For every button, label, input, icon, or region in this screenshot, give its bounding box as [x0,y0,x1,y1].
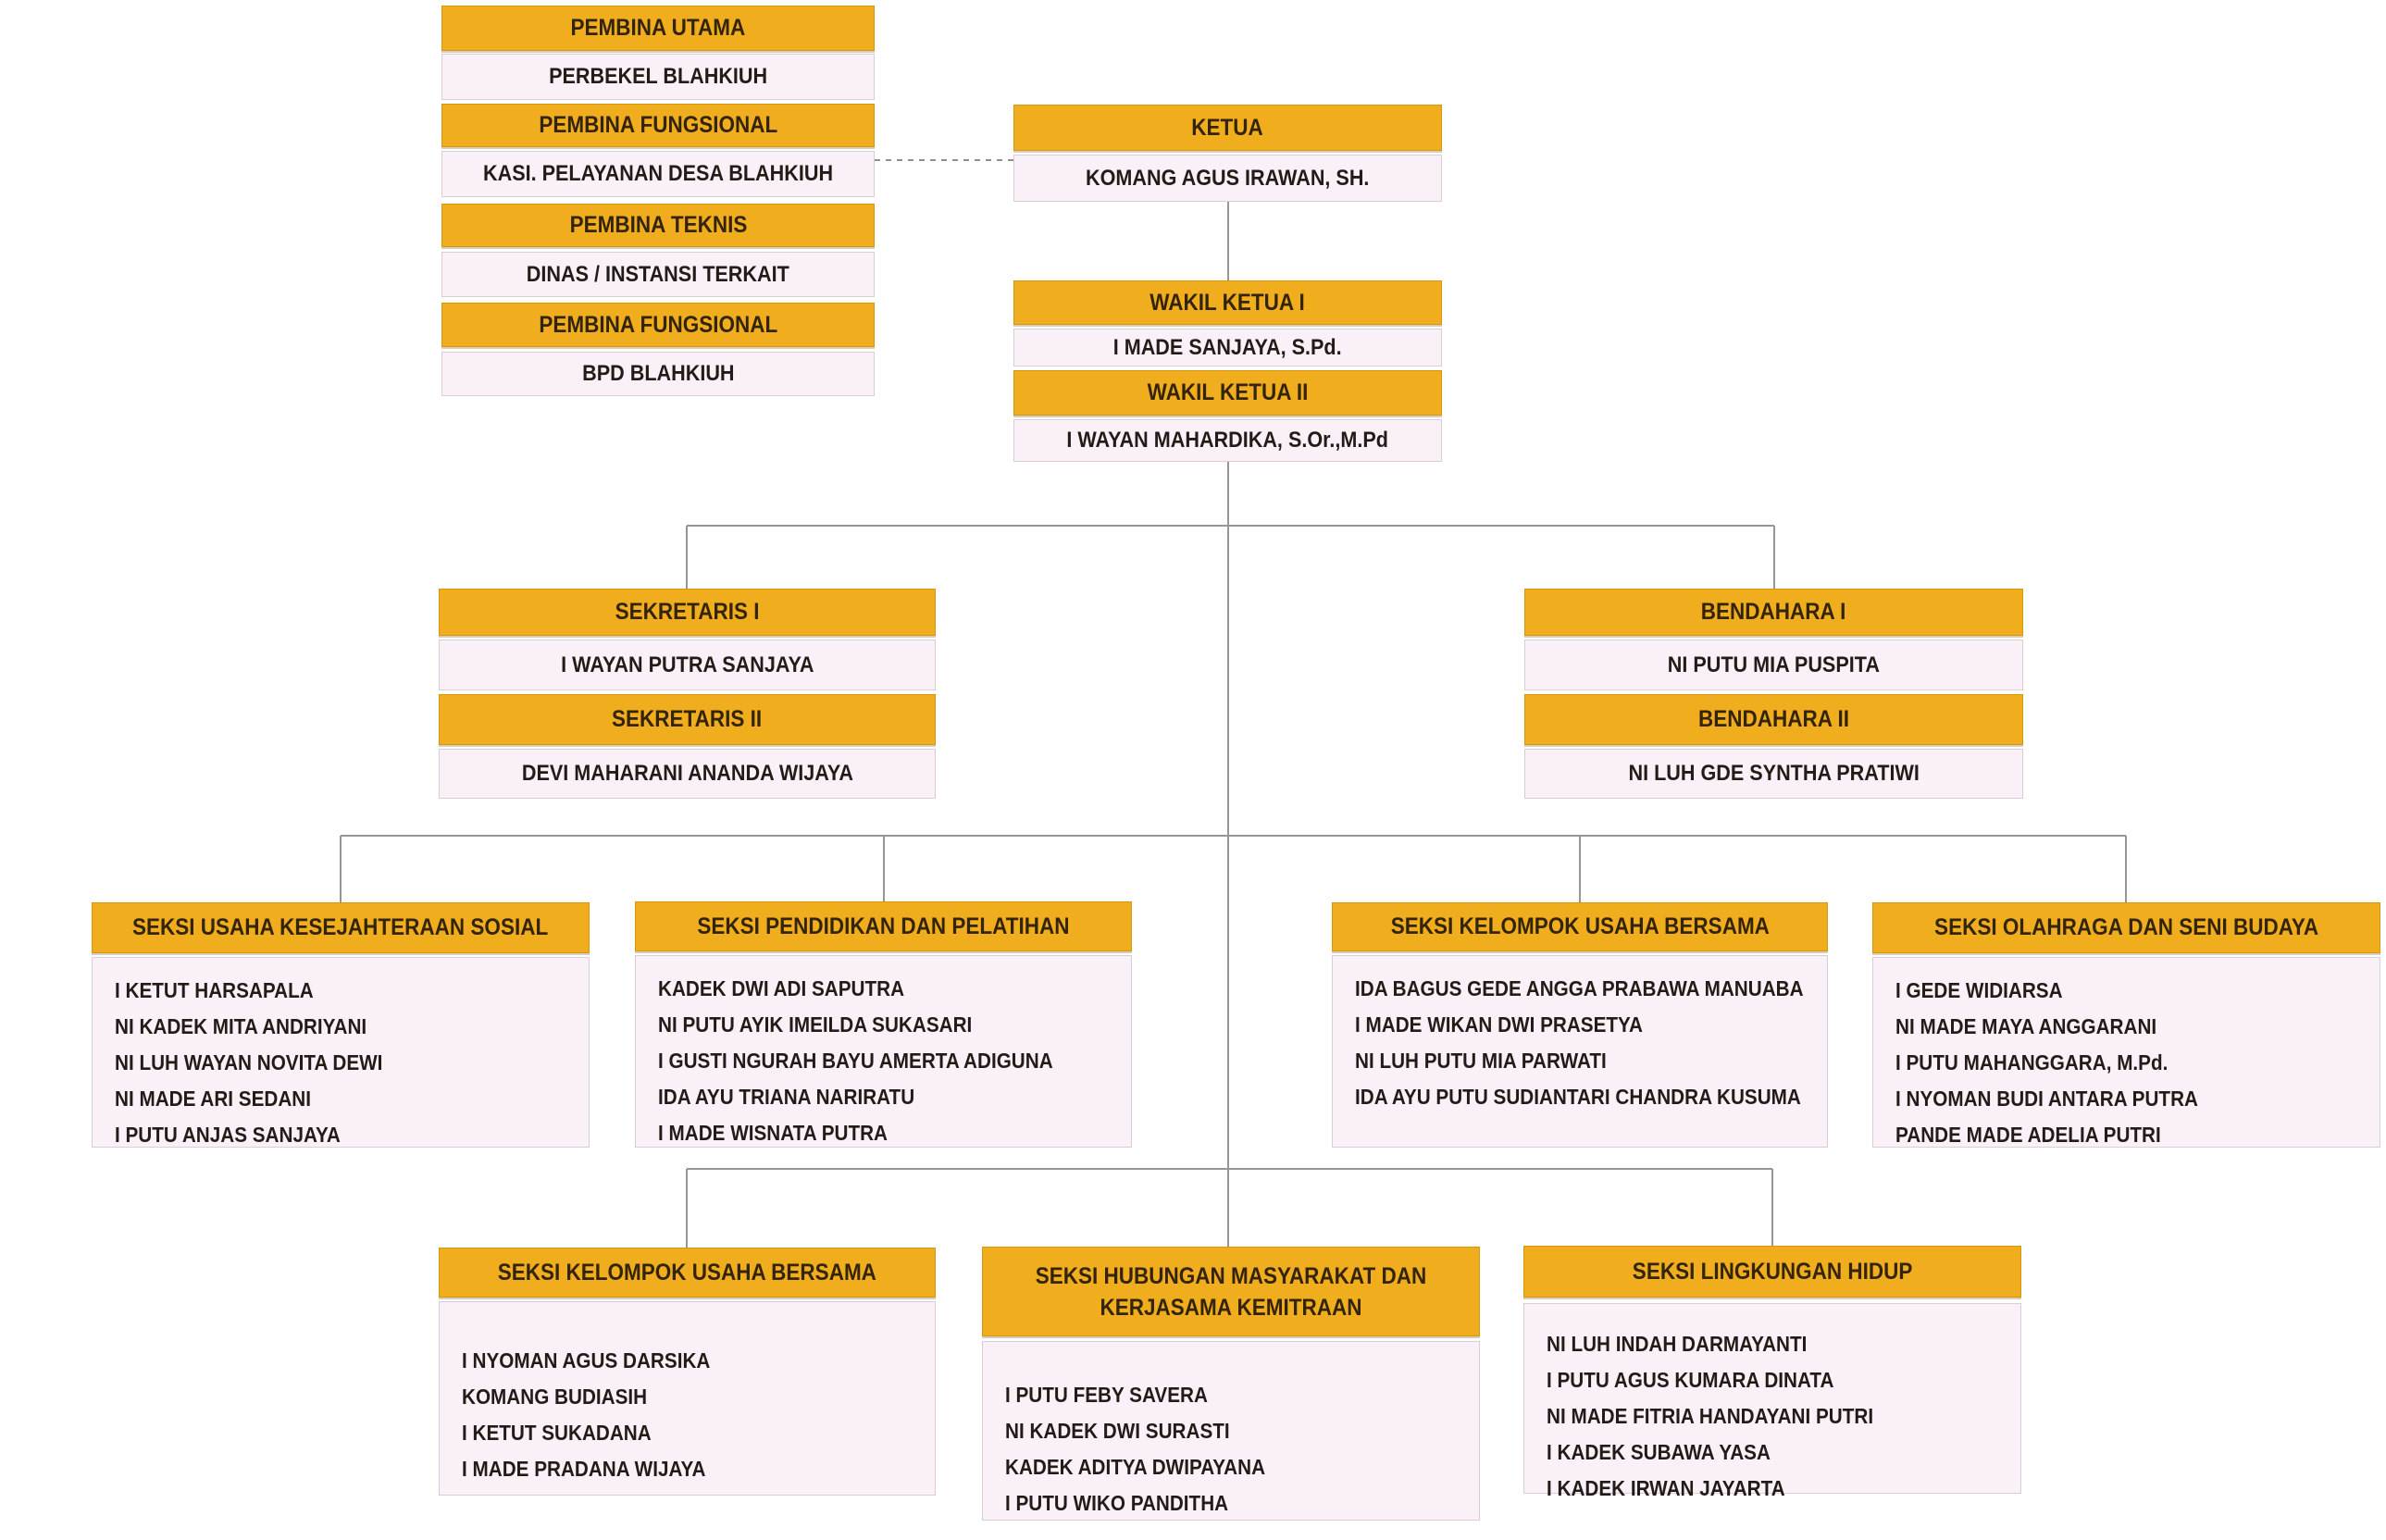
member-name: NI KADEK MITA ANDRIYANI [115,1014,367,1038]
seksi-pendidikan-dan-pelatihan-members: KADEK DWI ADI SAPUTRA NI PUTU AYIK IMEIL… [635,955,1132,1148]
header-label: SEKSI OLAHRAGA DAN SENI BUDAYA [1933,914,2319,940]
sekretaris-1-name: I WAYAN PUTRA SANJAYA [439,640,936,690]
member-name: I KETUT HARSAPALA [115,978,314,1002]
header-label: PEMBINA FUNGSIONAL [539,112,777,138]
member-name: I KETUT SUKADANA [462,1421,652,1445]
member-name: NI KADEK DWI SURASTI [1005,1419,1230,1443]
pembina-fungsional-2-value: BPD BLAHKIUH [441,352,875,396]
header-label: SEKSI HUBUNGAN MASYARAKAT DAN KERJASAMA … [1035,1262,1427,1321]
member-name: NI MADE FITRIA HANDAYANI PUTRI [1547,1404,1874,1428]
seksi-lingkungan-hidup-header: SEKSI LINGKUNGAN HIDUP [1523,1246,2021,1298]
member-name: I NYOMAN BUDI ANTARA PUTRA [1895,1087,2198,1111]
member-name: PANDE MADE ADELIA PUTRI [1895,1123,2161,1147]
member-name: NI LUH WAYAN NOVITA DEWI [115,1050,383,1074]
seksi-hubungan-masyarakat-members: I PUTU FEBY SAVERA NI KADEK DWI SURASTI … [982,1341,1480,1521]
member-name: I KADEK SUBAWA YASA [1547,1440,1771,1464]
seksi-hubungan-masyarakat-header: SEKSI HUBUNGAN MASYARAKAT DAN KERJASAMA … [982,1247,1480,1336]
pembina-utama-value: PERBEKEL BLAHKIUH [441,54,875,100]
header-label: SEKSI PENDIDIKAN DAN PELATIHAN [697,913,1070,939]
member-name: I GEDE WIDIARSA [1895,978,2063,1002]
value-label: KASI. PELAYANAN DESA BLAHKIUH [482,161,834,186]
member-name: I PUTU MAHANGGARA, M.Pd. [1895,1050,2169,1074]
pembina-teknis-header: PEMBINA TEKNIS [441,204,875,247]
seksi-kelompok-usaha-bersama-1-header: SEKSI KELOMPOK USAHA BERSAMA [1332,902,1828,951]
header-label: PEMBINA FUNGSIONAL [539,311,777,338]
header-label: SEKSI USAHA KESEJAHTERAAN SOSIAL [132,914,549,940]
ketua-header: KETUA [1013,105,1442,151]
member-name: I MADE WIKAN DWI PRASETYA [1355,1012,1643,1037]
value-label: PERBEKEL BLAHKIUH [548,64,768,89]
value-label: NI PUTU MIA PUSPITA [1667,652,1881,677]
member-name: IDA AYU TRIANA NARIRATU [658,1085,915,1109]
member-name: NI MADE ARI SEDANI [115,1087,312,1111]
header-label: SEKRETARIS II [612,706,763,732]
seksi-usaha-kesejahteraan-sosial-members: I KETUT HARSAPALA NI KADEK MITA ANDRIYAN… [92,957,590,1148]
header-label: KETUA [1191,114,1264,141]
seksi-kelompok-usaha-bersama-2-header: SEKSI KELOMPOK USAHA BERSAMA [439,1248,936,1298]
member-name: I GUSTI NGURAH BAYU AMERTA ADIGUNA [658,1049,1053,1073]
member-name: I PUTU AGUS KUMARA DINATA [1547,1368,1834,1392]
header-label: SEKSI KELOMPOK USAHA BERSAMA [497,1259,877,1285]
member-name: I MADE WISNATA PUTRA [658,1121,889,1145]
wakil-ketua-1-name: I MADE SANJAYA, S.Pd. [1013,329,1442,366]
member-name: I PUTU ANJAS SANJAYA [115,1123,341,1147]
member-name: NI LUH INDAH DARMAYANTI [1547,1332,1808,1356]
member-name: IDA AYU PUTU SUDIANTARI CHANDRA KUSUMA [1355,1085,1801,1109]
seksi-pendidikan-dan-pelatihan-header: SEKSI PENDIDIKAN DAN PELATIHAN [635,901,1132,951]
value-label: BPD BLAHKIUH [581,361,735,386]
member-name: I PUTU WIKO PANDITHA [1005,1491,1229,1515]
wakil-ketua-1-header: WAKIL KETUA I [1013,280,1442,325]
pembina-fungsional-2-header: PEMBINA FUNGSIONAL [441,303,875,347]
member-name: NI LUH PUTU MIA PARWATI [1355,1049,1607,1073]
value-label: I MADE SANJAYA, S.Pd. [1113,334,1342,360]
header-label: PEMBINA TEKNIS [569,212,747,238]
header-label: WAKIL KETUA II [1147,379,1309,405]
seksi-kelompok-usaha-bersama-1-members: IDA BAGUS GEDE ANGGA PRABAWA MANUABA I M… [1332,955,1828,1148]
pembina-utama-header: PEMBINA UTAMA [441,6,875,51]
member-name: KOMANG BUDIASIH [462,1385,648,1409]
header-label: SEKRETARIS I [615,599,760,625]
value-label: DINAS / INSTANSI TERKAIT [526,261,790,287]
bendahara-1-header: BENDAHARA I [1524,589,2023,636]
value-label: I WAYAN PUTRA SANJAYA [560,652,814,677]
pembina-fungsional-1-header: PEMBINA FUNGSIONAL [441,104,875,147]
bendahara-1-name: NI PUTU MIA PUSPITA [1524,640,2023,690]
member-name: I KADEK IRWAN JAYARTA [1547,1476,1785,1500]
seksi-olahraga-dan-seni-budaya-members: I GEDE WIDIARSA NI MADE MAYA ANGGARANI I… [1872,957,2380,1148]
value-label: KOMANG AGUS IRAWAN, SH. [1086,165,1370,191]
seksi-lingkungan-hidup-members: NI LUH INDAH DARMAYANTI I PUTU AGUS KUMA… [1523,1303,2021,1500]
seksi-kelompok-usaha-bersama-2-members: I NYOMAN AGUS DARSIKA KOMANG BUDIASIH I … [439,1301,936,1496]
sekretaris-1-header: SEKRETARIS I [439,589,936,636]
member-name: NI MADE MAYA ANGGARANI [1895,1014,2157,1038]
header-label: PEMBINA UTAMA [570,15,746,41]
bendahara-2-header: BENDAHARA II [1524,694,2023,745]
wakil-ketua-2-header: WAKIL KETUA II [1013,370,1442,416]
sekretaris-2-header: SEKRETARIS II [439,694,936,745]
member-name: IDA BAGUS GEDE ANGGA PRABAWA MANUABA [1355,976,1804,1000]
wakil-ketua-2-name: I WAYAN MAHARDIKA, S.Or.,M.Pd [1013,419,1442,462]
ketua-name: KOMANG AGUS IRAWAN, SH. [1013,155,1442,202]
value-label: NI LUH GDE SYNTHA PRATIWI [1628,761,1920,786]
member-name: KADEK ADITYA DWIPAYANA [1005,1455,1266,1479]
bendahara-2-name: NI LUH GDE SYNTHA PRATIWI [1524,749,2023,799]
seksi-usaha-kesejahteraan-sosial-header: SEKSI USAHA KESEJAHTERAAN SOSIAL [92,902,590,953]
seksi-olahraga-dan-seni-budaya-header: SEKSI OLAHRAGA DAN SENI BUDAYA [1872,902,2380,953]
value-label: I WAYAN MAHARDIKA, S.Or.,M.Pd [1066,428,1389,453]
member-name: I NYOMAN AGUS DARSIKA [462,1348,711,1372]
header-label: SEKSI LINGKUNGAN HIDUP [1632,1258,1913,1285]
header-label: BENDAHARA I [1701,599,1846,625]
value-label: DEVI MAHARANI ANANDA WIJAYA [521,761,853,786]
pembina-teknis-value: DINAS / INSTANSI TERKAIT [441,252,875,297]
header-label: WAKIL KETUA I [1150,289,1306,316]
member-name: NI PUTU AYIK IMEILDA SUKASARI [658,1012,973,1037]
member-name: I PUTU FEBY SAVERA [1005,1383,1208,1407]
sekretaris-2-name: DEVI MAHARANI ANANDA WIJAYA [439,749,936,799]
header-label: SEKSI KELOMPOK USAHA BERSAMA [1390,913,1770,939]
header-label: BENDAHARA II [1698,706,1849,732]
member-name: KADEK DWI ADI SAPUTRA [658,976,905,1000]
member-name: I MADE PRADANA WIJAYA [462,1457,706,1481]
pembina-fungsional-1-value: KASI. PELAYANAN DESA BLAHKIUH [441,151,875,197]
